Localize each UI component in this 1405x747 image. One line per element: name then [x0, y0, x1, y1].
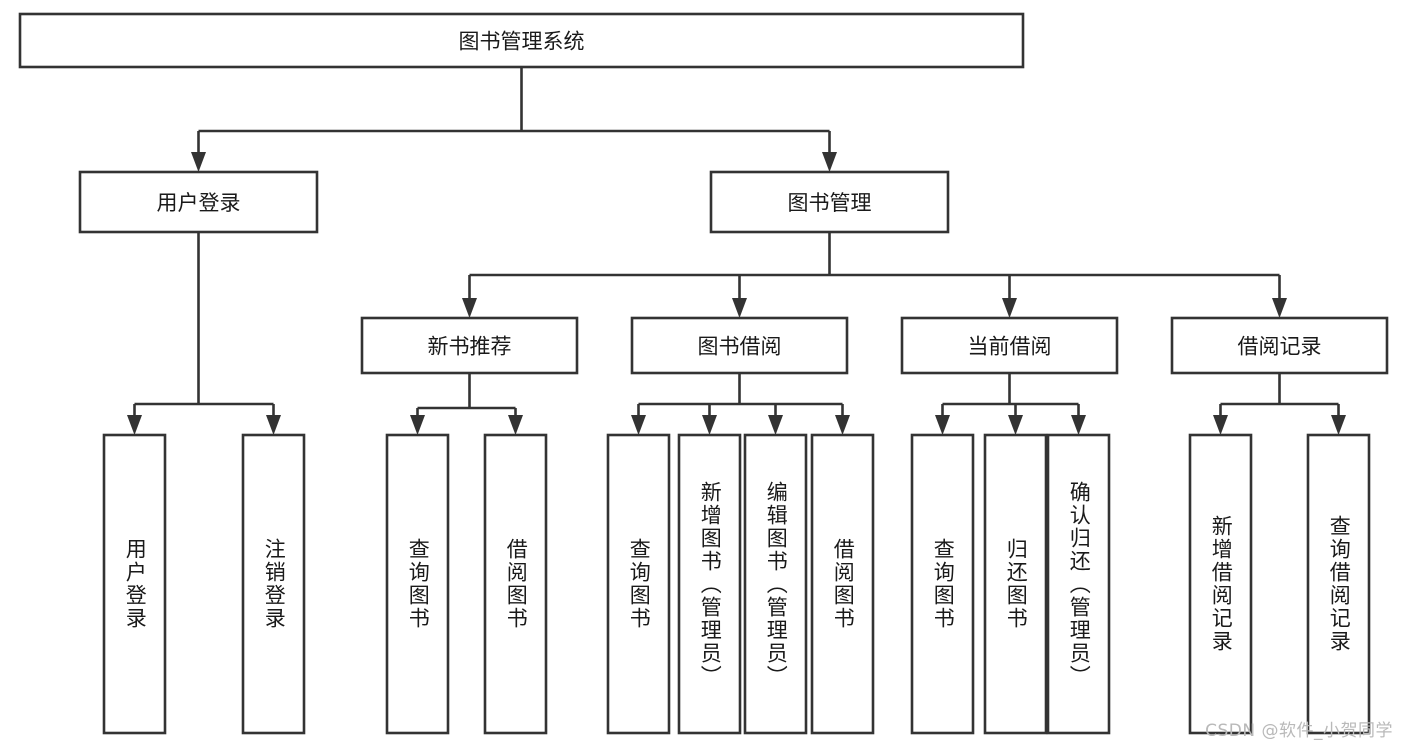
node-box[interactable]	[241, 433, 306, 735]
leaf-node-查询图书-2[interactable]	[385, 433, 450, 735]
level2-node-图书管理[interactable]: 图书管理	[709, 170, 950, 234]
leaf-node-借阅图书-7[interactable]	[810, 433, 875, 735]
arrow-head-icon	[768, 415, 783, 435]
node-box[interactable]	[78, 170, 319, 234]
arrow-head-icon	[702, 415, 717, 435]
node-label: 借阅记录	[1238, 335, 1322, 359]
leaf-node-查询图书-4[interactable]	[606, 433, 671, 735]
level2-node-用户登录[interactable]: 用户登录	[78, 170, 319, 234]
arrow-head-icon	[732, 298, 747, 318]
arrow-head-icon	[822, 152, 837, 172]
level3-node-当前借阅[interactable]: 当前借阅	[900, 316, 1119, 375]
node-box[interactable]	[677, 433, 742, 735]
node-box[interactable]	[709, 170, 950, 234]
leaf-node-确认归还管理员-10[interactable]	[1046, 433, 1111, 735]
arrow-head-icon	[1071, 415, 1086, 435]
node-box[interactable]	[1046, 433, 1111, 735]
node-box[interactable]	[483, 433, 548, 735]
root-node-图书管理系统[interactable]: 图书管理系统	[18, 12, 1025, 69]
node-box[interactable]	[743, 433, 808, 735]
node-box[interactable]	[360, 316, 579, 375]
leaf-node-新增图书管理员-5[interactable]	[677, 433, 742, 735]
node-box[interactable]	[102, 433, 167, 735]
node-box[interactable]	[900, 316, 1119, 375]
node-label: 新书推荐	[428, 335, 512, 359]
node-label: 图书管理系统	[459, 30, 585, 54]
node-box[interactable]	[1188, 433, 1253, 735]
arrow-head-icon	[1002, 298, 1017, 318]
node-box[interactable]	[810, 433, 875, 735]
leaf-node-编辑图书管理员-6[interactable]	[743, 433, 808, 735]
node-label: 用户登录	[157, 191, 241, 215]
leaf-node-借阅图书-3[interactable]	[483, 433, 548, 735]
connector-layer	[127, 67, 1346, 435]
node-box[interactable]	[18, 12, 1025, 69]
arrow-head-icon	[1008, 415, 1023, 435]
watermark-text: CSDN @软件_小贺同学	[1205, 721, 1393, 741]
node-box[interactable]	[983, 433, 1048, 735]
leaf-node-查询图书-8[interactable]	[910, 433, 975, 735]
leaf-node-新增借阅记录-11[interactable]	[1188, 433, 1253, 735]
leaf-node-查询借阅记录-12[interactable]	[1306, 433, 1371, 735]
arrow-head-icon	[462, 298, 477, 318]
arrow-head-icon	[127, 415, 142, 435]
level3-node-借阅记录[interactable]: 借阅记录	[1170, 316, 1389, 375]
arrow-head-icon	[835, 415, 850, 435]
node-box[interactable]	[1170, 316, 1389, 375]
node-label: 图书管理	[788, 191, 872, 215]
leaf-node-归还图书-9[interactable]	[983, 433, 1048, 735]
arrow-head-icon	[1272, 298, 1287, 318]
arrow-head-icon	[935, 415, 950, 435]
node-label: 图书借阅	[698, 335, 782, 359]
node-box[interactable]	[1306, 433, 1371, 735]
node-box[interactable]	[630, 316, 849, 375]
arrow-head-icon	[1213, 415, 1228, 435]
arrow-head-icon	[191, 152, 206, 172]
level3-node-新书推荐[interactable]: 新书推荐	[360, 316, 579, 375]
node-box[interactable]	[910, 433, 975, 735]
arrow-head-icon	[266, 415, 281, 435]
arrow-head-icon	[631, 415, 646, 435]
leaf-node-用户登录-0[interactable]	[102, 433, 167, 735]
leaf-node-注销登录-1[interactable]	[241, 433, 306, 735]
node-box[interactable]	[385, 433, 450, 735]
node-box[interactable]	[606, 433, 671, 735]
node-label: 当前借阅	[968, 335, 1052, 359]
level3-node-图书借阅[interactable]: 图书借阅	[630, 316, 849, 375]
arrow-head-icon	[410, 415, 425, 435]
arrow-head-icon	[1331, 415, 1346, 435]
arrow-head-icon	[508, 415, 523, 435]
